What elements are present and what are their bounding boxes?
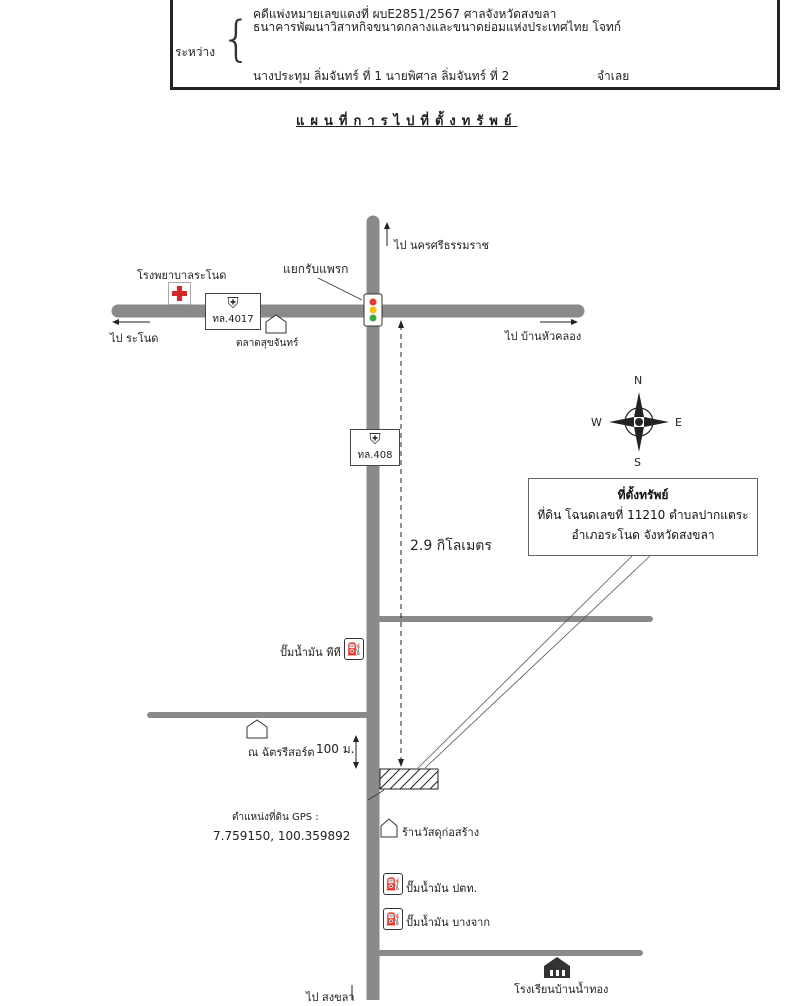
case-number-line: คดีแพ่งหมายเลขแดงที่ ผบE2851/2567 ศาลจัง… xyxy=(253,7,557,21)
north-arrow-icon xyxy=(384,222,390,246)
between-label: ระหว่าง xyxy=(175,45,216,59)
route-4017-label: ทล.4017 xyxy=(212,314,254,325)
resort-house-icon xyxy=(246,719,268,739)
school-building-icon xyxy=(544,957,570,978)
hospital-label: โรงพยาบาลระโนด xyxy=(137,269,227,282)
route-4017-sign: ⛨ ทล.4017 xyxy=(205,293,261,330)
pump-bangchak-label: ปั๊มน้ำมัน บางจาก xyxy=(406,916,491,929)
junction-label: แยกรับแพรก xyxy=(283,262,349,276)
route-408-label: ทล.408 xyxy=(357,450,393,461)
traffic-light-icon xyxy=(363,293,383,327)
gps-label: ตำแหน่งที่ดิน GPS : xyxy=(232,812,319,823)
highway-shield-icon: ⛨ xyxy=(369,430,381,448)
gps-value: 7.759150, 100.359892 xyxy=(213,829,351,843)
hospital-cross-icon xyxy=(168,282,191,305)
route-408-sign: ⛨ ทล.408 xyxy=(350,429,400,466)
plaintiff-line: ธนาคารพัฒนาวิสาหกิจขนาดกลางและขนาดย่อมแห… xyxy=(253,20,622,34)
property-plot xyxy=(379,768,439,790)
compass-s-label: S xyxy=(634,456,641,469)
to-north-label: ไป นครศรีธรรมราช xyxy=(394,239,490,252)
school-label: โรงเรียนบ้านน้ำทอง xyxy=(514,983,609,996)
fuel-pump-icon: ⛽ xyxy=(383,908,403,930)
to-south-label: ไป สงขลา xyxy=(306,991,355,1004)
to-east-label: ไป บ้านหัวคลอง xyxy=(505,330,582,343)
location-leader-2 xyxy=(424,555,651,769)
map-title: แผนที่การไปที่ตั้งทรัพย์ xyxy=(296,114,518,129)
property-location-box: ที่ตั้งทรัพย์ ที่ดิน โฉนดเลขที่ 11210 ตำ… xyxy=(528,478,758,556)
compass-w-label: W xyxy=(591,416,602,429)
defendant-label: จำเลย xyxy=(597,69,630,83)
pump-ptt-label: ปั๊มน้ำมัน ปตท. xyxy=(406,882,478,895)
distance-dashed-line xyxy=(398,320,404,767)
case-header-box: คดีแพ่งหมายเลขแดงที่ ผบE2851/2567 ศาลจัง… xyxy=(170,0,780,90)
location-leader-1 xyxy=(417,555,633,769)
shop-label: ร้านวัสดุก่อสร้าง xyxy=(402,826,480,839)
west-arrow-icon xyxy=(112,319,150,325)
fuel-pump-icon: ⛽ xyxy=(344,638,364,660)
location-title: ที่ตั้งทรัพย์ xyxy=(617,488,669,502)
fuel-pump-icon: ⛽ xyxy=(383,873,403,895)
east-arrow-icon xyxy=(540,319,578,325)
location-deed: ที่ดิน โฉนดเลขที่ 11210 ตำบลปากแตระ xyxy=(537,508,749,522)
compass-e-label: E xyxy=(675,416,682,429)
to-west-label: ไป ระโนด xyxy=(110,332,159,345)
junction-leader xyxy=(317,277,363,301)
market-label: ตลาดสุขจันทร์ xyxy=(236,338,299,349)
dist-100-arrow xyxy=(353,735,359,769)
compass-rose-icon xyxy=(609,392,669,452)
distance-label: 2.9 กิโลเมตร xyxy=(410,538,492,554)
market-house-icon xyxy=(265,314,287,334)
pump-pt-label: ปั๊มน้ำมัน พีที xyxy=(280,646,341,659)
gps-leader xyxy=(367,789,385,801)
highway-shield-icon: ⛨ xyxy=(227,294,239,312)
shop-house-icon xyxy=(380,818,398,838)
resort-label: ณ ฉัตรรีสอร์ต xyxy=(248,746,315,759)
compass-n-label: N xyxy=(634,374,643,387)
location-district: อำเภอระโนด จังหวัดสงขลา xyxy=(571,528,715,542)
defendant-line: นางประทุม ลิ่มจันทร์ ที่ 1 นายพิศาล ลิ่ม… xyxy=(253,69,510,83)
dist-100-label: 100 ม. xyxy=(316,742,355,756)
brace-icon: { xyxy=(221,11,252,67)
